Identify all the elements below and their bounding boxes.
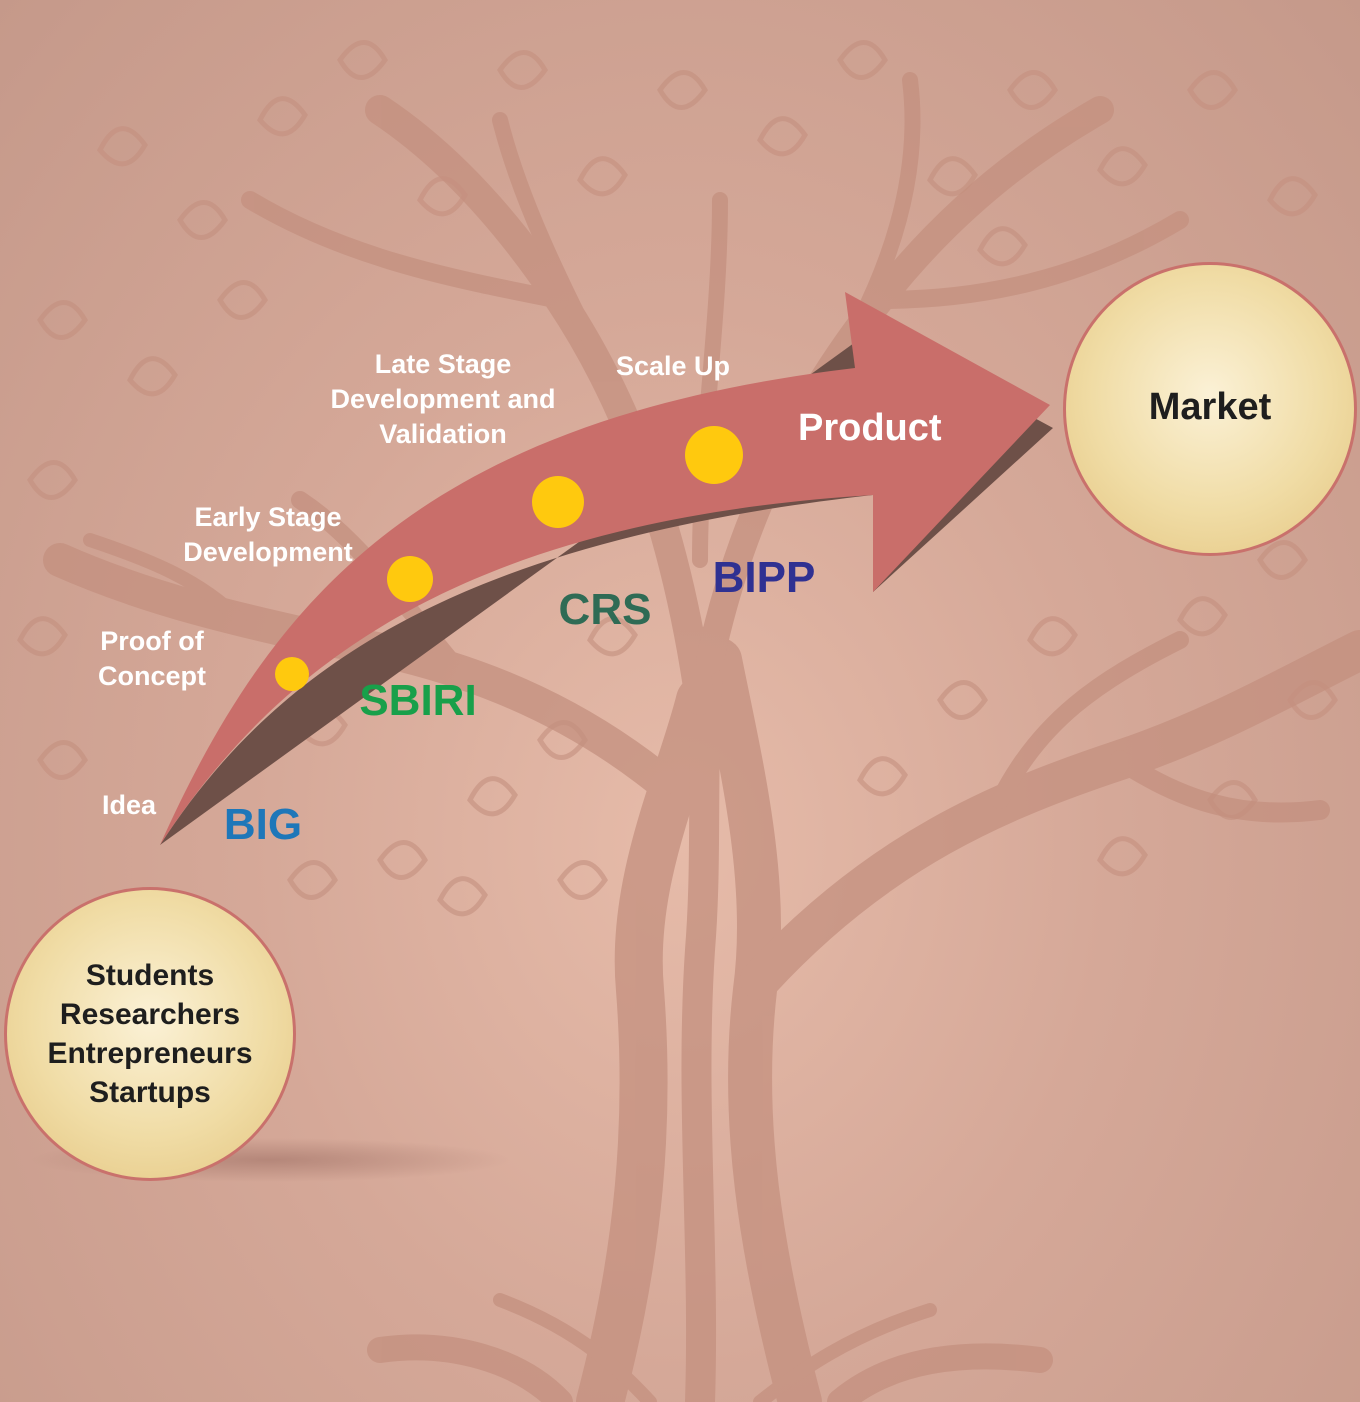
stage-label-line: Development and [330, 384, 556, 414]
stage-label-late-stage: Late Stage Development and Validation [330, 347, 555, 452]
progress-arrow [160, 292, 1050, 845]
market-circle: Market [1063, 262, 1357, 556]
stage-label-line: Proof of [100, 626, 204, 656]
stage-label-line: Concept [98, 661, 206, 691]
stage-label-line: Validation [379, 419, 507, 449]
audience-circle: Students Researchers Entrepreneurs Start… [4, 887, 296, 1181]
arrow-product-label: Product [798, 407, 942, 449]
stage-label-line: Late Stage [374, 349, 512, 379]
stage-dot [532, 476, 584, 528]
stage-dot [275, 657, 309, 691]
stage-label-proof-of-concept: Proof of Concept [98, 624, 206, 694]
audience-line: Researchers [59, 998, 241, 1031]
stage-label-line: Idea [101, 790, 157, 820]
stage-label-line: Early Stage [194, 502, 342, 532]
audience-line: Entrepreneurs [47, 1037, 253, 1070]
market-label: Market [1148, 386, 1272, 428]
audience-line: Students [85, 959, 215, 992]
stage-label-idea: Idea [102, 788, 156, 823]
stage-dot [685, 426, 743, 484]
program-crs: CRS [558, 585, 652, 634]
stage-dot [387, 556, 433, 602]
program-sbiri: SBIRI [359, 676, 477, 725]
program-bipp: BIPP [712, 553, 816, 602]
audience-line: Startups [89, 1076, 211, 1109]
stage-label-line: Development [183, 537, 353, 567]
stage-label-early-stage: Early Stage Development [183, 500, 353, 570]
stage-label-scale-up: Scale Up [616, 349, 730, 384]
program-big: BIG [223, 800, 303, 849]
stage-label-line: Scale Up [615, 351, 731, 381]
tree-leaves [17, 40, 1338, 917]
